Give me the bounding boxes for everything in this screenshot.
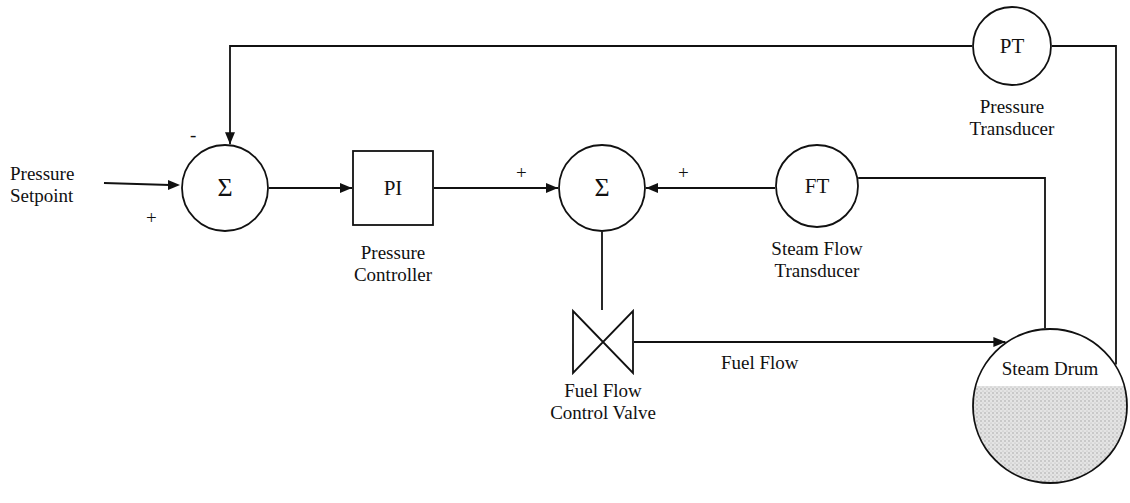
drum-outline [973,329,1127,483]
node-label: Σ [594,173,609,203]
valve-symbol [573,311,633,373]
input-label: Pressure Setpoint [10,163,102,207]
connector [634,341,1005,343]
connector [858,178,1045,328]
node-caption: Fuel Flow Control Valve [543,380,663,424]
node-text-area: Σ [181,144,269,232]
node-caption: Pressure Transducer [957,96,1067,140]
box-outline [353,151,433,225]
node-label: Σ [217,173,232,203]
connector [269,187,352,189]
node-outline [572,310,634,374]
node-label: Steam Drum [1002,358,1099,380]
connector [230,46,972,144]
circle-outline [776,145,858,227]
node-text-area: Steam Drum [972,328,1128,484]
node-label: FT [805,174,830,198]
node-caption: Steam Flow Transducer [757,238,877,282]
steam-drum: Steam Drum [972,328,1128,484]
drum-outline [973,329,1127,483]
connector [646,187,775,189]
summing-circle: Σ [181,144,269,232]
node-text-area: PT [972,6,1052,86]
setpoint-arrowhead [168,180,180,190]
setpoint-arrow [104,183,170,185]
control-valve: Fuel Flow Control Valve [572,310,634,374]
node-text-area: Σ [558,144,646,232]
controller-box: PIPressure Controller [352,150,434,226]
node-label: PI [384,176,403,200]
summing-circle: FTSteam Flow Transducer [775,144,859,228]
node-text-area: FT [775,144,859,228]
summing-circle: PTPressure Transducer [972,6,1052,86]
sign-label: + [678,162,689,184]
sign-label: + [146,207,157,229]
node-caption: Pressure Controller [338,242,448,286]
sign-label: - [190,124,196,146]
edge-label: Fuel Flow [721,352,799,374]
connector [434,187,558,189]
node-text-area: PI [352,150,434,226]
summing-circle: Σ [558,144,646,232]
circle-outline [559,145,645,231]
node-outline [972,328,1128,484]
connector [1052,46,1116,364]
node-label: PT [1000,34,1025,58]
water-fill [972,386,1128,484]
sign-label: + [516,162,527,184]
circle-outline [973,7,1051,85]
connector [601,232,603,310]
circle-outline [182,145,268,231]
